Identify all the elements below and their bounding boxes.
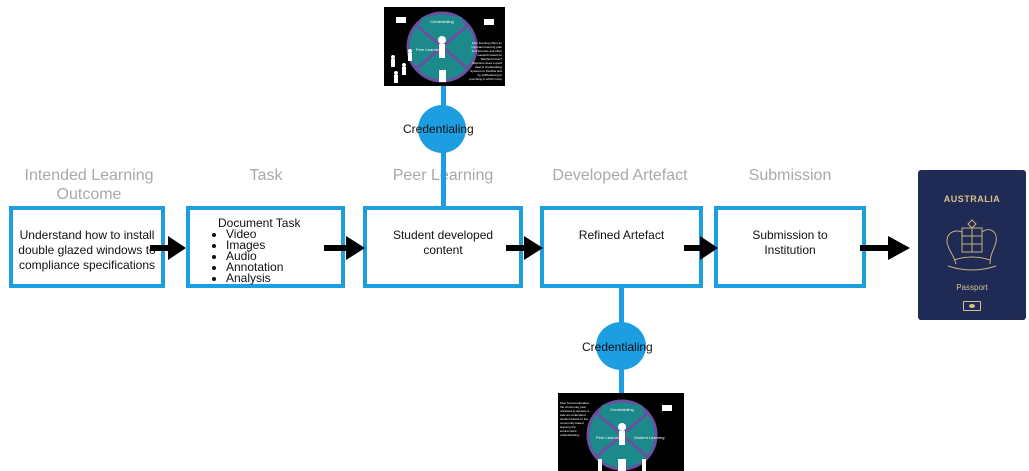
stage-box-developed-artefact: Refined Artefact: [540, 206, 703, 288]
stage-box-submission-text: Submission to Institution: [752, 228, 828, 257]
thumbnail-top-caption: Peer learning offers an important learni…: [469, 41, 502, 81]
stage-box-peer-learning-text: Student developed content: [392, 228, 494, 257]
task-heading: Document Task: [218, 216, 301, 230]
task-item-video: Video: [226, 228, 341, 240]
stage-title-submission: Submission: [748, 167, 832, 184]
task-item-images: Images: [226, 239, 341, 251]
passport-image: AUSTRALIA Passport: [918, 170, 1026, 320]
thumbnail-bottom-banner: Credentialing: [610, 407, 634, 412]
thumbnail-top: Credentialing Peer Learning Peer learnin…: [384, 7, 505, 86]
stage-box-outcome: Understand how to install double glazed …: [9, 206, 165, 288]
stage-box-outcome-text: Understand how to install double glazed …: [18, 228, 156, 272]
passport-chip-icon: [963, 301, 981, 311]
arrow-submission-to-passport: [860, 236, 910, 260]
stage-title-outcome: Intended Learning Outcome: [24, 167, 154, 203]
passport-country: AUSTRALIA: [943, 194, 1001, 204]
thumbnail-bottom-graphic: [586, 399, 672, 471]
thumbnail-bottom-caption: Peer formal education the community peer…: [560, 401, 590, 437]
credentialing-label-top: Credentialing: [403, 122, 474, 136]
thumbnail-bottom-left-label: Peer Learning: [596, 435, 622, 440]
stage-box-peer-learning: Student developed content: [363, 206, 523, 288]
thumbnail-top-left-label: Peer Learning: [416, 47, 442, 52]
stage-box-submission: Submission to Institution: [714, 206, 866, 288]
thumbnail-bottom: Credentialing Peer Learning Student Lear…: [558, 393, 684, 471]
stage-title-developed-artefact: Developed Artefact: [552, 167, 688, 184]
thumbnail-bottom-right-label: Student Learning: [634, 435, 665, 440]
credentialing-label-bottom: Credentialing: [582, 340, 653, 354]
credentialing-node-top: [418, 105, 466, 153]
thumbnail-top-banner: Credentialing: [430, 19, 454, 24]
task-item-annotation: Annotation: [226, 261, 341, 273]
stage-title-task: Task: [249, 167, 283, 184]
task-item-analysis: Analysis: [226, 272, 341, 284]
passport-label: Passport: [956, 283, 988, 292]
stage-box-task: Document Task Video Images Audio Annotat…: [186, 206, 345, 288]
stage-box-developed-artefact-text: Refined Artefact: [578, 228, 665, 242]
task-item-audio: Audio: [226, 250, 341, 262]
task-list: Video Images Audio Annotation Analysis: [190, 228, 341, 284]
credentialing-node-bottom: [596, 322, 646, 370]
coat-of-arms-icon: [946, 219, 997, 271]
thumbnail-top-graphic: [391, 11, 494, 83]
